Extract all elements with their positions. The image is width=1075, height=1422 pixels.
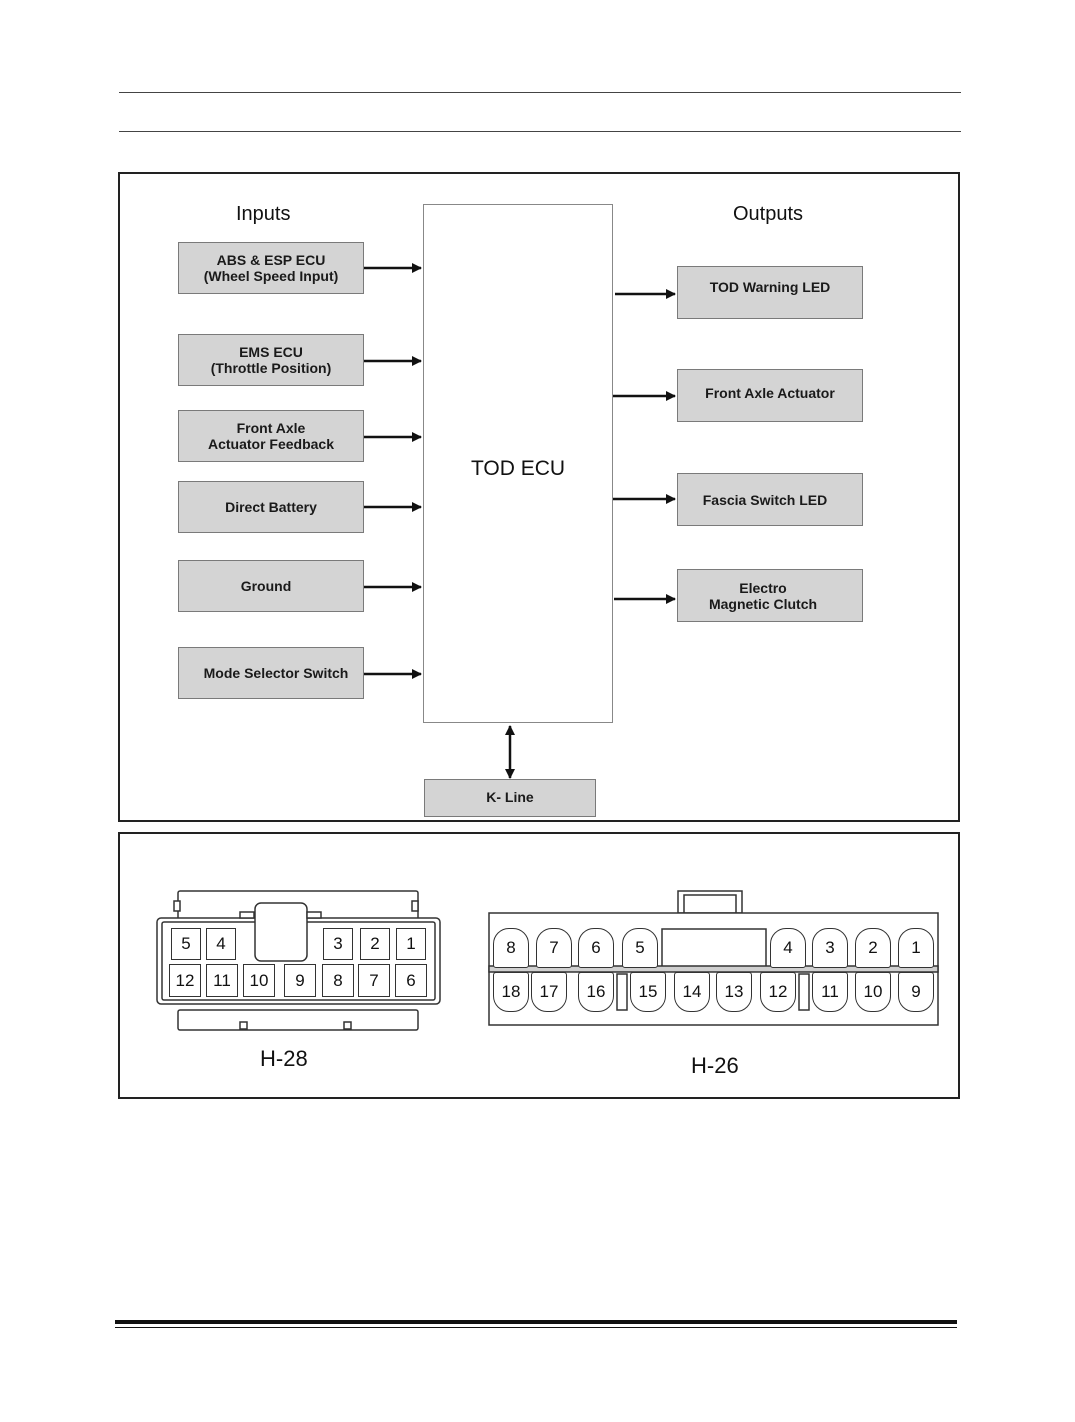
h26-pin: 3 <box>812 928 848 968</box>
h26-pin: 5 <box>622 928 658 968</box>
h28-pin: 10 <box>243 964 275 997</box>
tod-ecu-label: TOD ECU <box>470 457 566 480</box>
header-rule-bottom <box>119 131 961 132</box>
outputs-heading: Outputs <box>733 203 804 225</box>
h28-pin: 7 <box>358 964 390 997</box>
h26-pin: 10 <box>855 972 891 1012</box>
h26-pin: 15 <box>630 972 666 1012</box>
h26-pin: 6 <box>578 928 614 968</box>
h26-pin: 4 <box>770 928 806 968</box>
h28-pin: 3 <box>323 928 353 960</box>
h28-pin: 8 <box>322 964 354 997</box>
h28-pin: 5 <box>171 928 201 960</box>
input-direct-battery: Direct Battery <box>178 481 364 533</box>
h28-pin: 4 <box>206 928 236 960</box>
h28-pin: 2 <box>360 928 390 960</box>
k-line-box: K- Line <box>424 779 596 817</box>
h28-pin: 6 <box>395 964 427 997</box>
tod-ecu-block <box>423 204 613 723</box>
footer-rule-thin <box>115 1327 957 1328</box>
h26-pin: 1 <box>898 928 934 968</box>
h26-pin: 11 <box>812 972 848 1012</box>
input-front-axle-feedback: Front Axle Actuator Feedback <box>178 410 364 462</box>
h26-pin: 8 <box>493 928 529 968</box>
input-abs-esp-ecu: ABS & ESP ECU (Wheel Speed Input) <box>178 242 364 294</box>
h26-pin: 2 <box>855 928 891 968</box>
h26-pin: 16 <box>578 972 614 1012</box>
h28-pin: 1 <box>396 928 426 960</box>
input-ground: Ground <box>178 560 364 612</box>
h26-pin: 13 <box>716 972 752 1012</box>
output-fascia-switch-led: Fascia Switch LED <box>677 473 863 526</box>
h26-label: H-26 <box>691 1053 739 1078</box>
h26-pin: 17 <box>531 972 567 1012</box>
h28-pin: 11 <box>206 964 238 997</box>
output-front-axle-actuator: Front Axle Actuator <box>677 369 863 422</box>
h26-pin: 14 <box>674 972 710 1012</box>
h26-pin: 12 <box>760 972 796 1012</box>
output-electro-magnetic-clutch: Electro Magnetic Clutch <box>677 569 863 622</box>
header-rule-top <box>119 92 961 93</box>
input-ems-ecu: EMS ECU (Throttle Position) <box>178 334 364 386</box>
footer-rule-thick <box>115 1320 957 1324</box>
h26-pin: 9 <box>898 972 934 1012</box>
h28-pin: 12 <box>169 964 201 997</box>
inputs-heading: Inputs <box>236 203 291 225</box>
h26-pin: 18 <box>493 972 529 1012</box>
h28-pin: 9 <box>284 964 316 997</box>
h28-label: H-28 <box>260 1046 308 1071</box>
h26-pin: 7 <box>536 928 572 968</box>
output-tod-warning-led: TOD Warning LED <box>677 266 863 319</box>
input-mode-selector-switch: Mode Selector Switch <box>178 647 364 699</box>
